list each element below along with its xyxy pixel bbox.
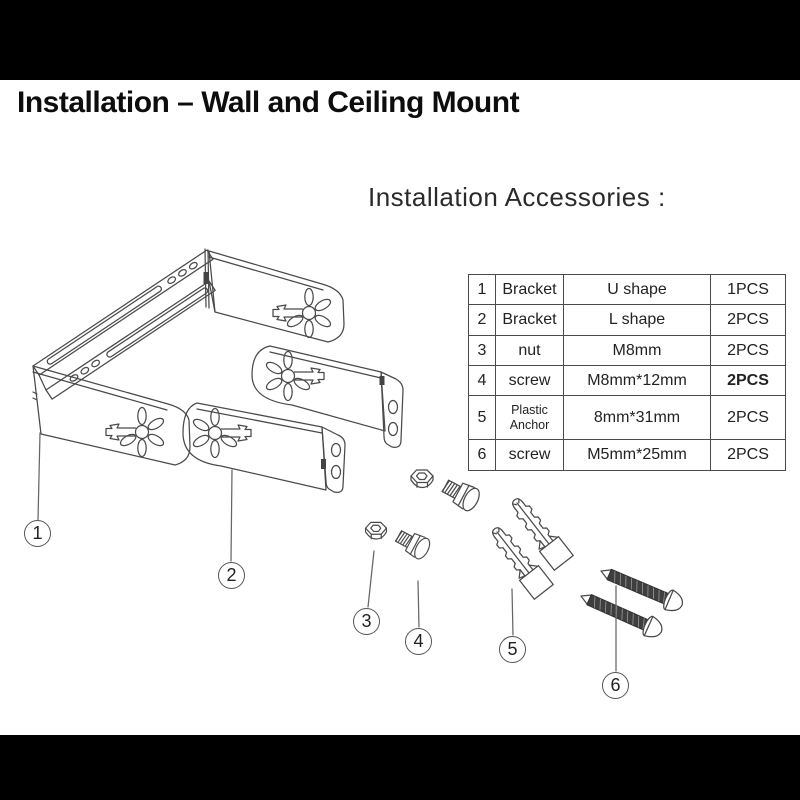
letterbox-bottom	[0, 735, 800, 800]
part-name: Plastic Anchor	[495, 395, 564, 440]
part-spec: M8mm	[563, 335, 711, 366]
part-number: 5	[468, 395, 496, 440]
l-bracket-drawing-lower	[182, 402, 346, 493]
part-qty: 1PCS	[710, 274, 786, 305]
callout-5: 5	[499, 636, 526, 663]
part-qty: 2PCS	[710, 365, 786, 396]
part-qty: 2PCS	[710, 395, 786, 440]
part-number: 6	[468, 439, 496, 471]
part-spec: U shape	[563, 274, 711, 305]
callout-6: 6	[602, 672, 629, 699]
part-number: 4	[468, 365, 496, 396]
part-spec: L shape	[563, 304, 711, 336]
part-qty: 2PCS	[710, 304, 786, 336]
part-name: screw	[495, 365, 564, 396]
accessories-table: 1 Bracket U shape 1PCS 2 Bracket L shape…	[468, 274, 786, 471]
hex-screw-drawing-2	[392, 525, 434, 562]
anchor-drawing-2	[484, 520, 554, 600]
leader-lines	[37, 432, 617, 672]
nut-drawing-1	[410, 469, 434, 489]
callout-4: 4	[405, 628, 432, 655]
callout-3: 3	[353, 608, 380, 635]
part-number: 3	[468, 335, 496, 366]
anchor-drawing-1	[504, 491, 574, 571]
accessories-heading: Installation Accessories :	[368, 182, 666, 212]
part-spec: M5mm*25mm	[563, 439, 711, 471]
part-name: Bracket	[495, 304, 564, 336]
part-qty: 2PCS	[710, 439, 786, 471]
part-name: screw	[495, 439, 564, 471]
table-row: 2 Bracket L shape 2PCS	[468, 304, 786, 336]
l-bracket-drawing-upper	[251, 345, 404, 448]
part-number: 2	[468, 304, 496, 336]
page-title: Installation – Wall and Ceiling Mount	[17, 86, 520, 119]
hex-screw-drawing-1	[438, 474, 484, 514]
callout-1: 1	[24, 520, 51, 547]
table-row: 5 Plastic Anchor 8mm*31mm 2PCS	[468, 395, 786, 440]
table-row: 6 screw M5mm*25mm 2PCS	[468, 439, 786, 471]
table-row: 1 Bracket U shape 1PCS	[468, 274, 786, 305]
table-row: 3 nut M8mm 2PCS	[468, 335, 786, 366]
part-qty: 2PCS	[710, 335, 786, 366]
u-bracket-drawing	[32, 248, 345, 466]
part-name: nut	[495, 335, 564, 366]
nut-drawing-2	[364, 521, 388, 540]
part-spec: M8mm*12mm	[563, 365, 711, 396]
part-number: 1	[468, 274, 496, 305]
part-name: Bracket	[495, 274, 564, 305]
part-spec: 8mm*31mm	[563, 395, 711, 440]
callout-2: 2	[218, 562, 245, 589]
letterbox-top	[0, 0, 800, 80]
table-row: 4 screw M8mm*12mm 2PCS	[468, 365, 786, 396]
